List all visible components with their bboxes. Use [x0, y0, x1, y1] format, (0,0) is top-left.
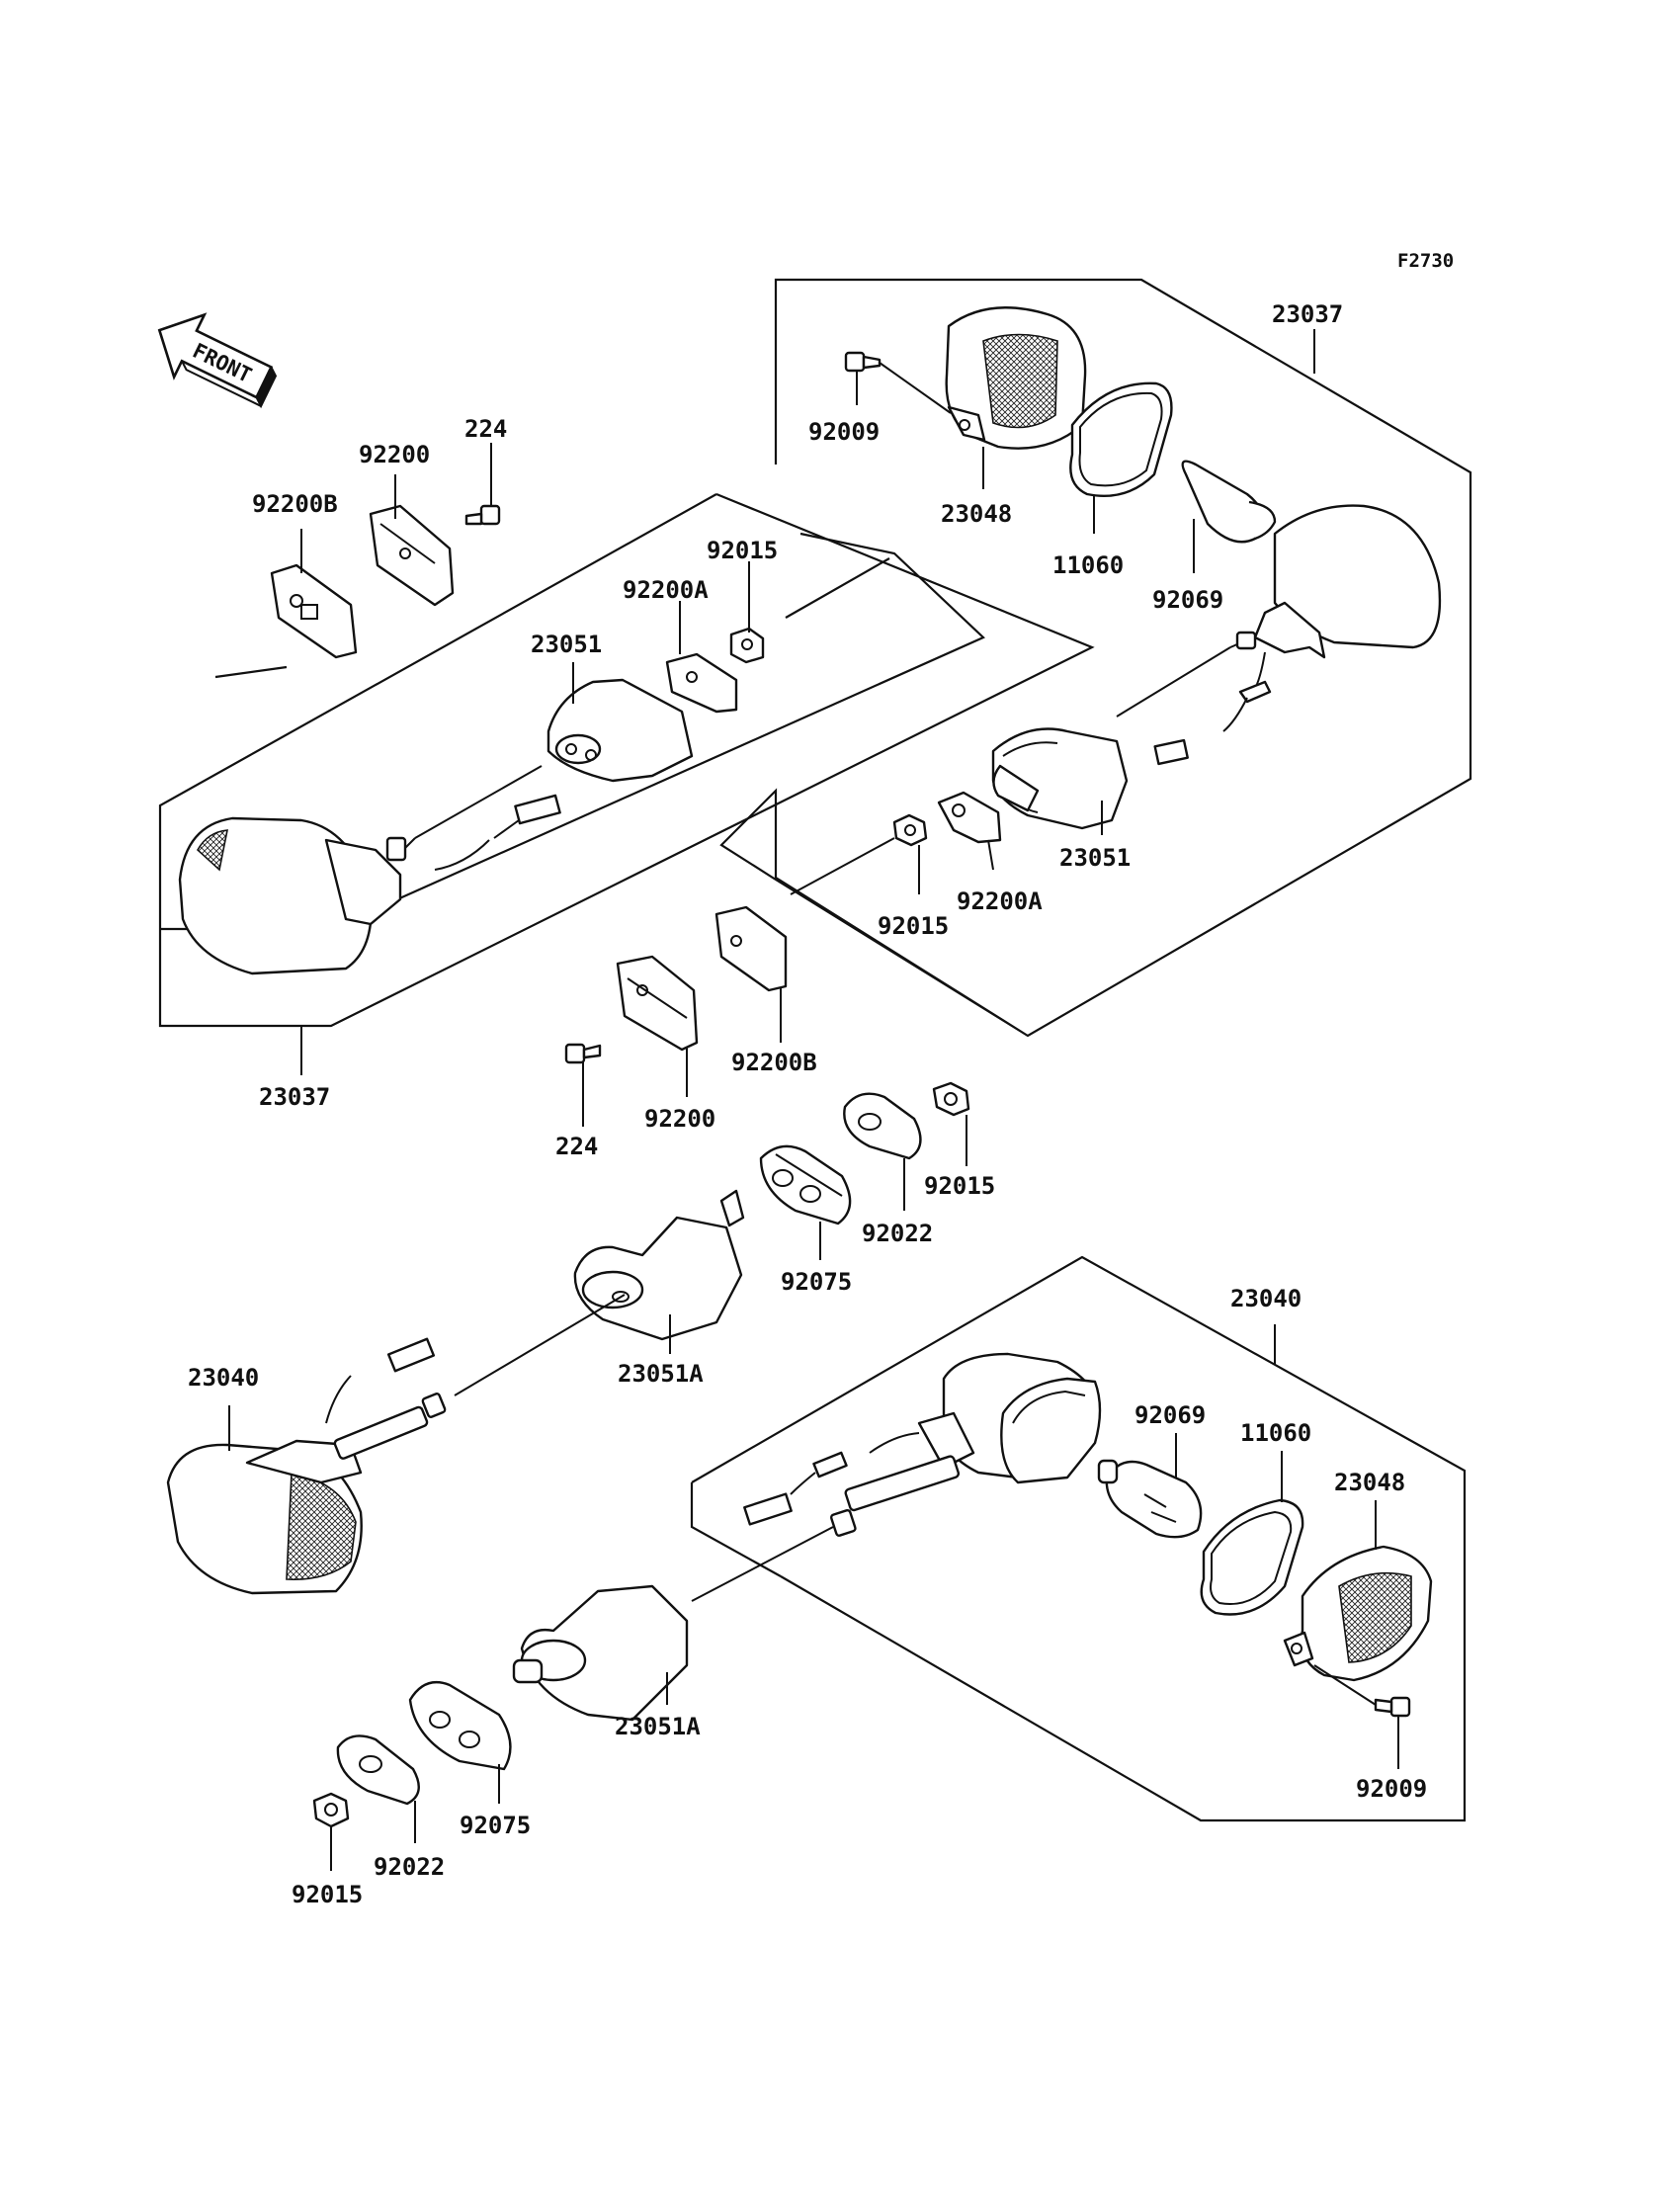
bracket-92200-upper [369, 504, 455, 607]
callout-92015-lower: 92015 [292, 1881, 363, 1908]
screw-224-center [564, 1043, 602, 1064]
assembly-frame-c-left [690, 1482, 782, 1577]
callout-23051-right: 23051 [1059, 844, 1131, 872]
bulb-92069-lower [1097, 1459, 1203, 1539]
callout-92015-right: 92015 [878, 912, 949, 940]
callout-92200B-upper: 92200B [252, 490, 338, 518]
figure-code: F2730 [1397, 250, 1454, 272]
callout-23051A-center: 23051A [618, 1360, 704, 1388]
callout-92009-lower: 92009 [1356, 1775, 1427, 1803]
plate-92200B-center [714, 905, 788, 992]
callout-92075-center: 92075 [781, 1268, 852, 1296]
callout-92069-lower: 92069 [1134, 1401, 1206, 1429]
callout-92069-top: 92069 [1152, 586, 1223, 614]
callout-23040-frame-c: 23040 [1230, 1285, 1302, 1312]
callout-92200-upper: 92200 [359, 441, 430, 468]
assembly-frame-b-inner [214, 665, 288, 679]
screw-92009-lower [1313, 1664, 1411, 1718]
callout-92200A-upper: 92200A [623, 576, 709, 604]
holder-23051-right [991, 727, 1129, 830]
grommet-92075-lower [408, 1680, 512, 1771]
bulb-92069-top [1181, 460, 1277, 544]
plate-92200A-right [937, 791, 1002, 844]
callout-92200-center: 92200 [644, 1105, 715, 1133]
assembly-frame-b [158, 492, 1095, 1028]
callout-92075-lower: 92075 [460, 1812, 531, 1839]
plate-92200A-upper [665, 652, 738, 714]
callout-92200A-right: 92200A [957, 887, 1043, 915]
callout-23048-lower: 23048 [1334, 1469, 1405, 1496]
callout-23048-top: 23048 [941, 500, 1012, 528]
callout-92200B-center: 92200B [731, 1049, 817, 1076]
callout-92015-center: 92015 [924, 1172, 995, 1200]
turn-signal-housing-lower-left [166, 1337, 447, 1595]
screw-92009-top [844, 351, 952, 414]
plate-92200B-upper [270, 563, 358, 659]
washer-92022-center [843, 1092, 922, 1160]
callout-23051-upper: 23051 [531, 631, 602, 658]
screw-224-upper [464, 504, 501, 526]
gasket-11060-top [1069, 381, 1173, 497]
washer-92022-lower [336, 1734, 420, 1806]
callout-224-upper: 224 [464, 415, 507, 443]
callout-23040-left: 23040 [188, 1364, 259, 1392]
callout-92009-top: 92009 [808, 418, 880, 446]
nut-92015-center [932, 1081, 970, 1117]
turn-signal-housing-lower-right [743, 1352, 1102, 1537]
callout-leaders [228, 329, 1399, 1871]
front-arrow-icon: FRONT [157, 312, 278, 409]
nut-92015-lower [312, 1792, 350, 1828]
callout-92022-center: 92022 [862, 1220, 933, 1247]
callout-92022-lower: 92022 [374, 1853, 445, 1881]
gasket-11060-lower [1200, 1498, 1304, 1616]
turn-signal-housing-right [1116, 504, 1442, 766]
holder-23051A-center [573, 1189, 745, 1341]
holder-23051-upper [546, 678, 694, 783]
callout-23037-frame-b: 23037 [259, 1083, 330, 1111]
holder-23051A-lower [512, 1584, 689, 1722]
assembly-frame-c [691, 1255, 1467, 1822]
callout-11060-lower: 11060 [1240, 1419, 1311, 1447]
assembly-frame-a [719, 278, 1472, 1038]
nut-92015-upper [729, 627, 765, 664]
nut-92015-right [790, 813, 928, 895]
turn-signal-housing-left [178, 794, 561, 975]
grommet-92075-center [759, 1144, 852, 1225]
callout-23037-frame-a: 23037 [1272, 300, 1343, 328]
lens-23048-lower [1283, 1545, 1433, 1682]
bracket-92200-center [616, 955, 699, 1052]
callout-92015-upper: 92015 [707, 537, 778, 564]
callout-11060-top: 11060 [1052, 551, 1124, 579]
callout-224-center: 224 [555, 1133, 598, 1160]
callout-23051A-lower: 23051A [615, 1713, 701, 1740]
lens-23048-top [945, 306, 1087, 450]
